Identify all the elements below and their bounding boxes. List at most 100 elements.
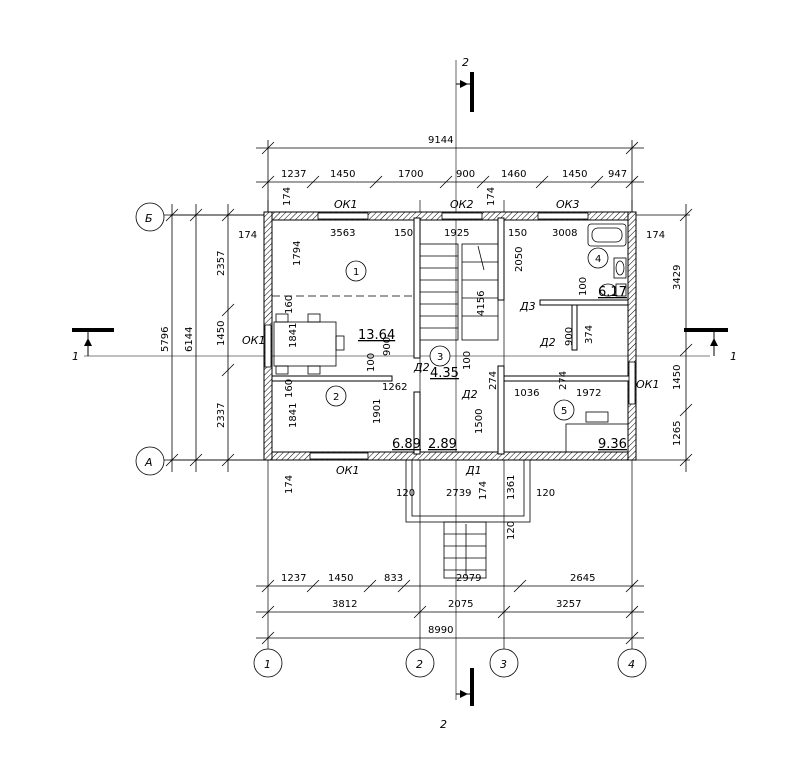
window-label: ОК2 bbox=[450, 198, 473, 211]
dim-top-chain: 947 bbox=[608, 169, 627, 180]
axis-label: А bbox=[144, 456, 153, 469]
axis-label: 4 bbox=[628, 658, 635, 671]
inner-dim: 1901 bbox=[372, 399, 383, 424]
section-marker-left: 1 bbox=[72, 328, 114, 363]
dim-top-overall: 9144 bbox=[428, 135, 453, 146]
inner-dim: 274 bbox=[488, 371, 499, 390]
dim-bottom-chain: 2645 bbox=[570, 573, 595, 584]
section-mark-top: 2 bbox=[462, 56, 469, 69]
room-area: 6.17 bbox=[598, 285, 627, 300]
inner-dim: 1036 bbox=[514, 388, 539, 399]
dim-left-inner: 1841 bbox=[288, 403, 299, 428]
door-label: Д2 bbox=[461, 388, 478, 401]
room-number: 5 bbox=[561, 406, 567, 417]
section-mark-right: 1 bbox=[730, 350, 737, 363]
dim-bottom-chain: 1450 bbox=[328, 573, 353, 584]
dim-porch: 120 bbox=[536, 488, 555, 499]
dim-top-chain: 1450 bbox=[562, 169, 587, 180]
axis-label: 1 bbox=[264, 658, 271, 671]
dim-porch: 120 bbox=[396, 488, 415, 499]
dim-top-chain: 1460 bbox=[501, 169, 526, 180]
axis-label: 3 bbox=[500, 658, 507, 671]
section-mark-left: 1 bbox=[72, 350, 79, 363]
dim-left-inner: 174 bbox=[284, 475, 295, 494]
inner-dim: 2050 bbox=[514, 247, 525, 272]
dim-left-chain: 2337 bbox=[216, 403, 227, 428]
dim-top-inner: 3563 bbox=[330, 228, 355, 239]
dim-top-inner: 1925 bbox=[444, 228, 469, 239]
dim-left-chain: 2357 bbox=[216, 251, 227, 276]
dim-bottom-chain: 833 bbox=[384, 573, 403, 584]
kitchen-counter bbox=[565, 411, 629, 453]
inner-dim: 1262 bbox=[382, 382, 407, 393]
inner-dim: 274 bbox=[558, 371, 569, 390]
inner-dim: 100 bbox=[366, 353, 377, 372]
dim-left-inner: 160 bbox=[284, 295, 295, 314]
dim-top-inner: 3008 bbox=[552, 228, 577, 239]
window-label: ОК3 bbox=[556, 198, 579, 211]
axis-marker-Б: Б bbox=[135, 202, 165, 232]
inner-dim: 100 bbox=[578, 277, 589, 296]
inner-dim: 900 bbox=[382, 337, 393, 356]
room-area: 2.89 bbox=[428, 437, 457, 452]
window-label: ОК1 bbox=[334, 198, 357, 211]
dim-bottom-chain2: 3812 bbox=[332, 599, 357, 610]
dim-top-inner: 150 bbox=[508, 228, 527, 239]
dim-left-inner: 1794 bbox=[292, 241, 303, 266]
dim-top-chain: 1450 bbox=[330, 169, 355, 180]
dining-table bbox=[273, 313, 345, 375]
section-marker-top: 2 bbox=[456, 56, 474, 112]
dimension-lines bbox=[160, 140, 693, 645]
dim-top-chain: 900 bbox=[456, 169, 475, 180]
dim-top-chain: 1700 bbox=[398, 169, 423, 180]
section-marker-bottom: 2 bbox=[440, 668, 474, 731]
sink bbox=[613, 257, 627, 279]
axis-label: Б bbox=[145, 212, 153, 225]
porch bbox=[405, 459, 531, 579]
room-4: 4 6.17 bbox=[587, 247, 627, 300]
inner-dim: 100 bbox=[462, 351, 473, 370]
dim-top-inner: 174 bbox=[238, 230, 257, 241]
room-number: 4 bbox=[595, 254, 601, 265]
dim-right-chain: 3429 bbox=[672, 265, 683, 290]
walls bbox=[263, 211, 637, 461]
room-number: 1 bbox=[353, 267, 359, 278]
dim-top-chain: 1237 bbox=[281, 169, 306, 180]
room-number: 3 bbox=[437, 352, 443, 363]
dim-porch: 174 bbox=[478, 481, 489, 500]
dim-top-wall: 174 bbox=[282, 187, 293, 206]
dim-top-wall: 174 bbox=[486, 187, 497, 206]
dim-left-overall: 5796 bbox=[160, 327, 171, 352]
staircase bbox=[419, 243, 499, 341]
room-area: 4.35 bbox=[430, 366, 459, 381]
dim-bottom-chain2: 3257 bbox=[556, 599, 581, 610]
window-label: ОК1 bbox=[242, 334, 265, 347]
inner-dim: 4156 bbox=[476, 291, 487, 316]
dim-porch: 1361 bbox=[506, 475, 517, 500]
window-label: ОК1 bbox=[636, 378, 659, 391]
dim-bottom-overall: 8990 bbox=[428, 625, 453, 636]
door-label: Д1 bbox=[465, 464, 482, 477]
bathtub bbox=[587, 223, 627, 247]
room-2: 2 6.89 bbox=[325, 385, 421, 452]
section-mark-bottom: 2 bbox=[440, 718, 447, 731]
axis-label: 2 bbox=[416, 658, 423, 671]
dim-left-overall: 6144 bbox=[184, 327, 195, 352]
dim-left-inner: 160 bbox=[284, 379, 295, 398]
axis-marker-3: 3 bbox=[489, 648, 519, 678]
door-label: Д2 bbox=[539, 336, 556, 349]
dim-bottom-chain: 1237 bbox=[281, 573, 306, 584]
room-3: 3 4.35 bbox=[429, 345, 459, 381]
room-number: 2 bbox=[333, 392, 339, 403]
dim-bottom-chain: 2979 bbox=[456, 573, 481, 584]
room-5: 5 9.36 bbox=[553, 399, 627, 452]
axis-marker-2: 2 bbox=[405, 648, 435, 678]
room-area: 6.89 bbox=[392, 437, 421, 452]
dim-right-chain: 1265 bbox=[672, 421, 683, 446]
axis-marker-1: 1 bbox=[253, 648, 283, 678]
dim-left-chain: 1450 bbox=[216, 321, 227, 346]
inner-dim: 1500 bbox=[474, 409, 485, 434]
inner-dim: 1972 bbox=[576, 388, 601, 399]
room-1: 1 13.64 bbox=[345, 260, 395, 343]
